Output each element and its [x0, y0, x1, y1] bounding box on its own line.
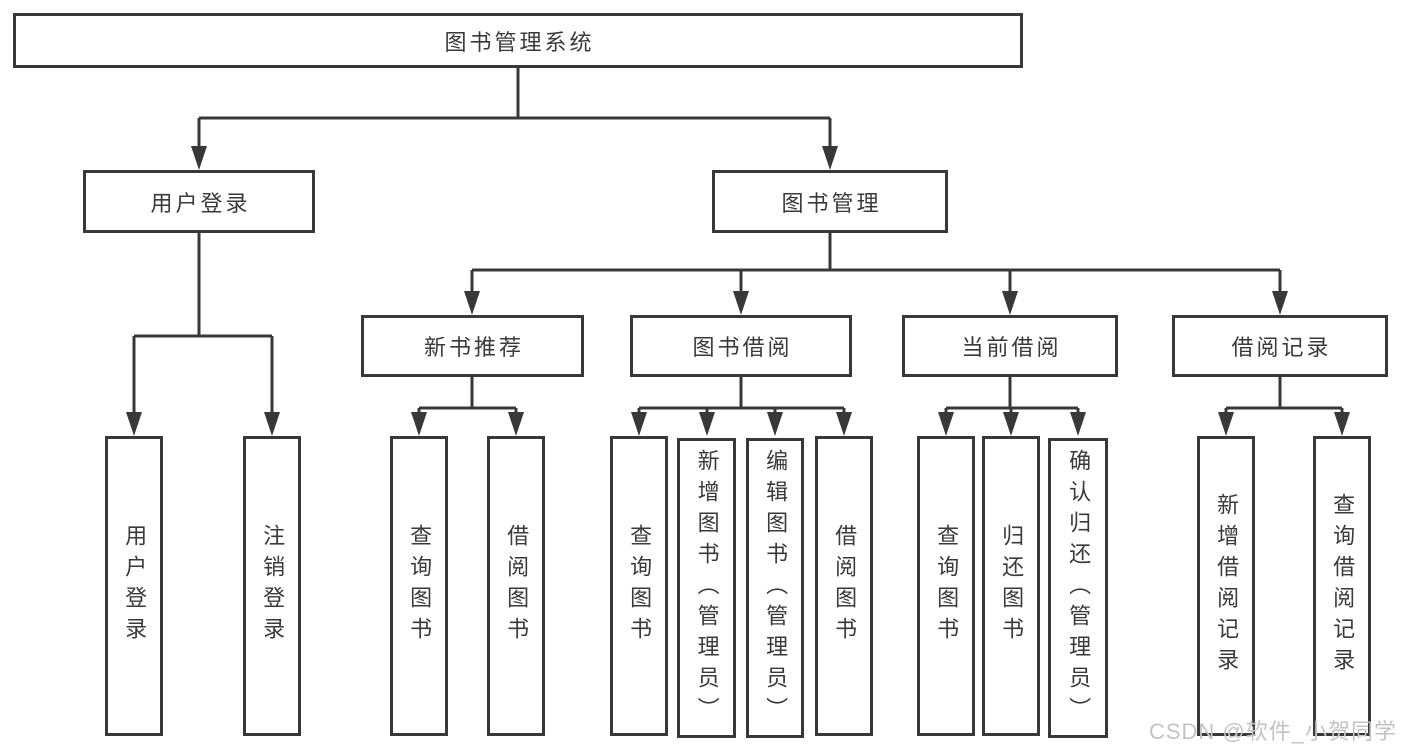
- leaf-logout-label: 注销登录: [260, 524, 286, 648]
- node-new-book-recommend: 新书推荐: [361, 315, 584, 377]
- node-borrow-records-label: 借阅记录: [1231, 335, 1332, 360]
- node-root: 图书管理系统: [13, 13, 1023, 68]
- leaf-user-login-label: 用户登录: [122, 524, 148, 648]
- leaf-user-login: 用户登录: [105, 436, 163, 736]
- leaf-recommend-borrow-books: 借阅图书: [487, 436, 545, 736]
- node-current-borrow: 当前借阅: [902, 315, 1118, 377]
- node-user-login-label: 用户登录: [150, 190, 251, 216]
- connector-bookmgmt-to-level3: [470, 233, 1282, 295]
- leaf-return-books-label: 归还图书: [999, 524, 1025, 648]
- connector-borrowrecords-to-leaves: [1224, 377, 1344, 416]
- node-user-login: 用户登录: [83, 170, 315, 233]
- connector-currentborrow-to-leaves: [944, 377, 1080, 416]
- connector-userlogin-to-leaves: [132, 233, 274, 416]
- leaf-borrow-books: 借阅图书: [815, 436, 873, 736]
- leaf-borrow-query-books: 查询图书: [610, 436, 668, 736]
- leaf-recommend-query-books-label: 查询图书: [407, 524, 433, 648]
- leaf-confirm-return-admin-label: 确认归还（管理员）: [1066, 448, 1092, 728]
- leaf-borrow-books-label: 借阅图书: [832, 524, 858, 648]
- csdn-watermark: CSDN @软件_小贺同学: [1148, 719, 1397, 744]
- node-current-borrow-label: 当前借阅: [961, 335, 1062, 360]
- connector-root-to-level2: [197, 68, 832, 150]
- leaf-add-books-admin: 新增图书（管理员）: [677, 438, 736, 738]
- leaf-recommend-query-books: 查询图书: [390, 436, 448, 736]
- leaf-add-books-admin-label: 新增图书（管理员）: [694, 448, 720, 728]
- connector-bookborrow-to-leaves: [637, 377, 846, 416]
- node-book-management-label: 图书管理: [781, 190, 882, 216]
- leaf-edit-books-admin: 编辑图书（管理员）: [746, 438, 804, 738]
- leaf-add-borrow-record: 新增借阅记录: [1197, 436, 1255, 736]
- node-borrow-records: 借阅记录: [1172, 315, 1388, 377]
- leaf-return-books: 归还图书: [982, 436, 1040, 736]
- leaf-recommend-borrow-books-label: 借阅图书: [504, 524, 530, 648]
- node-new-book-recommend-label: 新书推荐: [423, 335, 524, 360]
- leaf-edit-books-admin-label: 编辑图书（管理员）: [763, 448, 789, 728]
- leaf-logout: 注销登录: [243, 436, 301, 736]
- node-book-management: 图书管理: [712, 170, 948, 233]
- leaf-confirm-return-admin: 确认归还（管理员）: [1048, 438, 1108, 738]
- leaf-query-borrow-record-label: 查询借阅记录: [1330, 493, 1356, 679]
- leaf-current-query-books: 查询图书: [917, 436, 975, 736]
- connector-newbook-to-leaves: [417, 377, 518, 416]
- node-book-borrow-label: 图书借阅: [692, 335, 793, 360]
- leaf-borrow-query-books-label: 查询图书: [627, 524, 653, 648]
- node-root-label: 图书管理系统: [444, 29, 595, 55]
- leaf-query-borrow-record: 查询借阅记录: [1313, 436, 1371, 736]
- leaf-current-query-books-label: 查询图书: [934, 524, 960, 648]
- leaf-add-borrow-record-label: 新增借阅记录: [1214, 493, 1240, 679]
- node-book-borrow: 图书借阅: [630, 315, 852, 377]
- arrowheads: [126, 146, 1350, 436]
